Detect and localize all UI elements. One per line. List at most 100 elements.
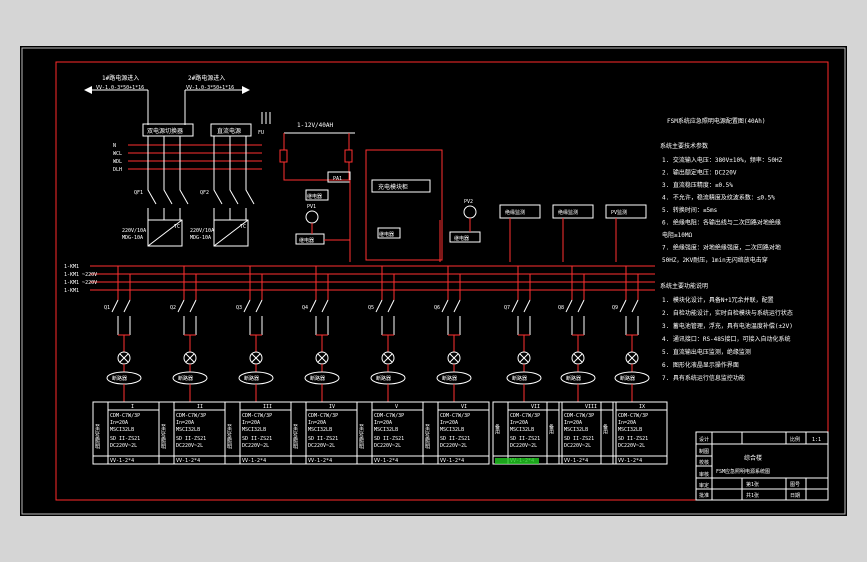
svg-text:220V/10A: 220V/10A — [122, 228, 146, 234]
feeder-code: III — [263, 404, 272, 410]
feeder-cable: VV-1-2*4 — [110, 458, 134, 464]
feeder-side: 备用 — [548, 423, 554, 435]
func-line: 2. 自检功能设计，实时自检模块与系统运行状态 — [662, 309, 793, 317]
notes-section-1: 系统主要技术参数 — [660, 142, 708, 150]
svg-text:PA1: PA1 — [333, 176, 342, 182]
feeder-cable: VV-1-2*4 — [176, 458, 200, 464]
feeder-wire: SD II-ZS21 — [564, 436, 594, 442]
feeder-code: IX — [639, 404, 645, 410]
motor-label: 断路器 — [112, 375, 127, 382]
dual-power-switch-box — [142, 123, 194, 137]
feeder-wire: SD II-ZS21 — [242, 436, 272, 442]
supply-box — [210, 123, 252, 137]
func-line: 6. 图形化液晶显示操作界面 — [662, 361, 739, 369]
feeder-cable: VV-1-2*4 — [242, 458, 266, 464]
param-line: 6. 绝缘电阻：各输出线与二次回路对地绝缘 — [662, 219, 781, 227]
param-line: 50HZ，2KV耐压，1min无闪络放电击穿 — [662, 256, 768, 264]
breaker-tag: Q8 — [558, 305, 564, 311]
feeder-code: VII — [531, 404, 540, 410]
svg-text:220V/10A: 220V/10A — [190, 228, 214, 234]
breaker-tag: Q6 — [434, 305, 440, 311]
title-row-label: 审核 — [699, 471, 709, 478]
notes-section-2: 系统主要功能说明 — [660, 282, 708, 290]
drawing-canvas — [20, 46, 847, 516]
feeder-wire: SD II-ZS21 — [110, 436, 140, 442]
feeder-code: IV — [329, 404, 335, 410]
motor-label: 断路器 — [310, 375, 325, 382]
breaker-tag: Q2 — [170, 305, 176, 311]
feeder-code: I — [131, 404, 134, 410]
feeder-mode: MSCI32LB — [176, 427, 200, 433]
feeder-unit: DC220V~2L — [110, 443, 137, 449]
feeder-unit: DC220V~2L — [510, 443, 537, 449]
supply-label: 直流电源 — [217, 127, 241, 135]
feeder-mode: MSCI32LB — [618, 427, 642, 433]
ac-bus: N WCL WDL DLH — [113, 143, 262, 173]
drawing-border — [55, 61, 829, 501]
motor-label: 断路器 — [442, 375, 457, 382]
feeder-unit: DC220V~2L — [374, 443, 401, 449]
motor-label: 断路器 — [620, 375, 635, 382]
svg-text:日期: 日期 — [790, 493, 800, 499]
feeder-code: V — [395, 404, 398, 410]
svg-text:WCL: WCL — [113, 151, 122, 157]
svg-text:DLH: DLH — [113, 167, 122, 173]
feeder-side: 备用 — [494, 423, 500, 435]
svg-text:共1张: 共1张 — [746, 492, 759, 499]
svg-text:绝缘监测: 绝缘监测 — [505, 209, 525, 216]
func-lines: 1. 模块化设计，具备N+1冗余并联，配置2. 自检功能设计，实时自检模块与系统… — [662, 296, 793, 382]
feeder-rating: In=20A — [308, 420, 326, 426]
feeder-3: Q3断路器至应急照明IIICDM-C7W/3PIn=20AMSCI32LBSD … — [224, 266, 292, 465]
title-row-label: 制图 — [699, 448, 709, 455]
feeder-model: CDM-C7W/3P — [510, 413, 540, 419]
feeder-cable: VV-1-2*4 — [440, 458, 464, 464]
feeder-unit: DC220V~2L — [564, 443, 591, 449]
svg-text:继电器: 继电器 — [307, 193, 322, 200]
svg-text:WDL: WDL — [113, 159, 122, 165]
feeder-cable: VV-1-2*4 — [374, 458, 398, 464]
feeder-cable: VV-1-2*4 — [564, 458, 588, 464]
title-row-label: 校核 — [699, 459, 709, 466]
feeder-wire: SD II-ZS21 — [440, 436, 470, 442]
feeder-unit: DC220V~2L — [618, 443, 645, 449]
feeder-rating: In=20A — [110, 420, 128, 426]
feeder-rating: In=20A — [374, 420, 392, 426]
feeder-unit: DC220V~2L — [440, 443, 467, 449]
title-row-label: 批准 — [699, 492, 709, 499]
feeder-code: II — [197, 404, 203, 410]
feeder-unit: DC220V~2L — [308, 443, 335, 449]
feeder-mode: MSCI32LB — [440, 427, 464, 433]
feeder-wire: SD II-ZS21 — [618, 436, 648, 442]
svg-text:比例: 比例 — [790, 436, 800, 443]
svg-text:绝缘监测: 绝缘监测 — [558, 209, 578, 216]
feeder-unit: DC220V~2L — [242, 443, 269, 449]
func-line: 3. 蓄电池管理，浮充，具有电池温度补偿(±2V) — [662, 322, 793, 330]
selection-highlight — [495, 458, 539, 464]
svg-text:1-KM1: 1-KM1 — [64, 264, 79, 270]
func-line: 5. 直流输出电压监测，绝缘监测 — [662, 348, 751, 356]
feeder-box — [546, 401, 614, 465]
feeder-box — [422, 401, 490, 465]
feeder-mode: MSCI32LB — [242, 427, 266, 433]
breaker-tag: Q1 — [104, 305, 110, 311]
notes-panel: FSM系统应急照明电源配置图(40Ah) 系统主要技术参数 1. 交流输入电压：… — [660, 117, 793, 382]
pv2-mark: PV2 — [464, 199, 473, 205]
drawing-name: FSM应急照明电源系统图 — [716, 468, 770, 475]
power-input-1: 1#路电源进入 VV-1.0-3*50+1*16 — [84, 74, 149, 125]
feeder-unit: DC220V~2L — [176, 443, 203, 449]
title-row-label: 审定 — [699, 482, 709, 489]
svg-text:1-KM1 ~220V: 1-KM1 ~220V — [64, 280, 97, 286]
breaker-tag: Q5 — [368, 305, 374, 311]
feeder-model: CDM-C7W/3P — [440, 413, 470, 419]
transformer-1: 220V/10A MDG-10A TC — [122, 219, 183, 247]
param-line: 1. 交流输入电压：380V±10%，频率：50HZ — [662, 156, 783, 164]
feeder-side: 至应急照明 — [424, 424, 430, 450]
feeder-model: CDM-C7W/3P — [308, 413, 338, 419]
